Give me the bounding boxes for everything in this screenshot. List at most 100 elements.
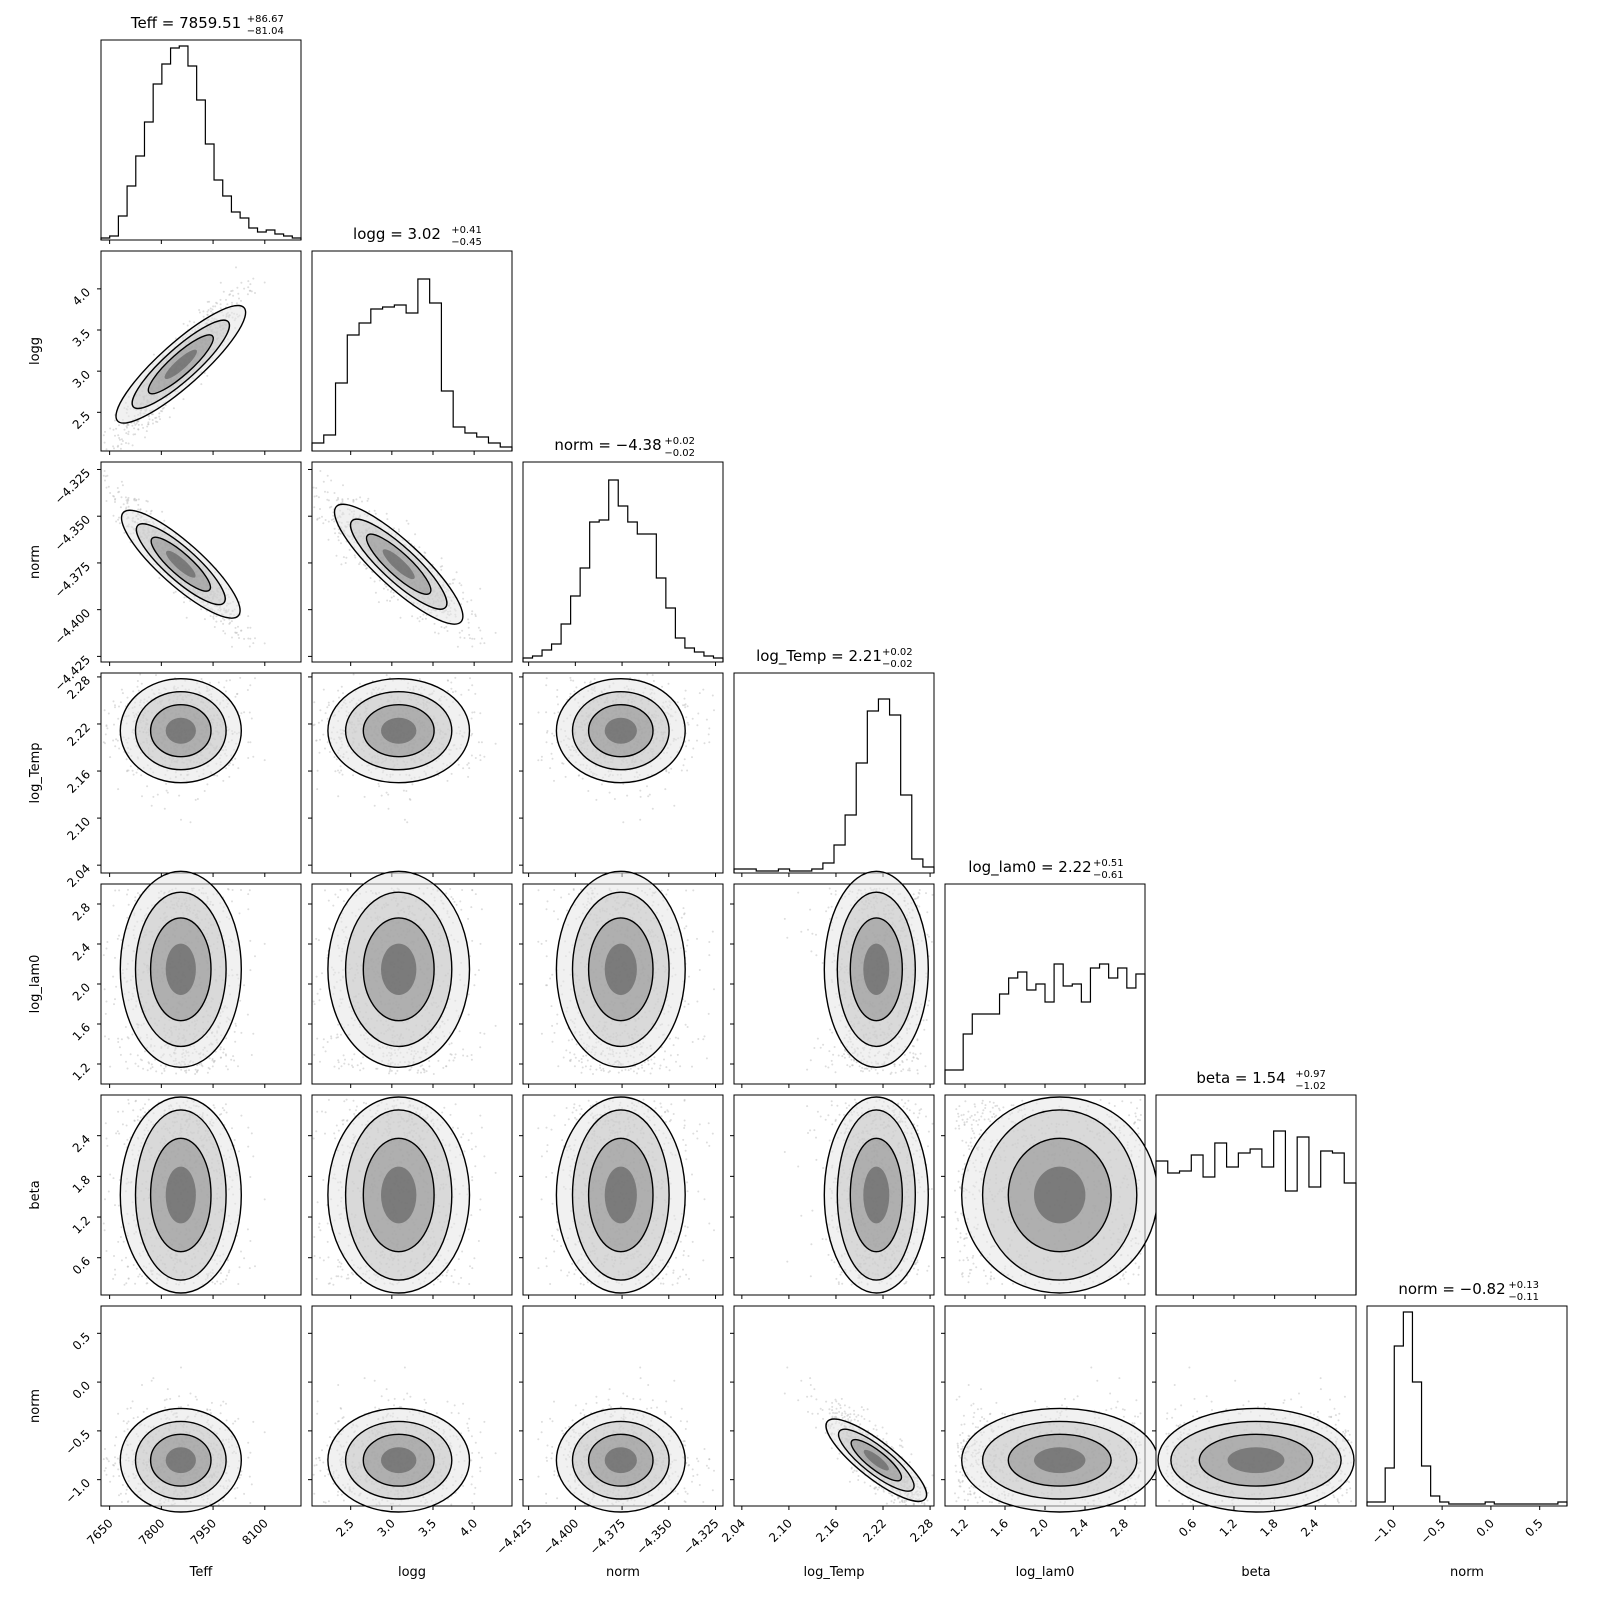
scatter-point — [316, 495, 318, 497]
scatter-point — [342, 692, 344, 694]
scatter-point — [229, 679, 231, 681]
scatter-point — [240, 300, 242, 302]
scatter-point — [114, 420, 116, 422]
scatter-point — [137, 504, 139, 506]
scatter-point — [223, 619, 225, 621]
scatter-point — [213, 618, 215, 620]
scatter-point — [391, 597, 393, 599]
scatter-point — [474, 693, 476, 695]
scatter-point — [164, 808, 166, 810]
scatter-point — [469, 637, 471, 639]
scatter-point — [398, 530, 400, 532]
panel-title: logg = 3.02 — [353, 225, 441, 243]
scatter-point — [132, 690, 134, 692]
scatter-point — [332, 700, 334, 702]
scatter-point — [334, 532, 336, 534]
scatter-point — [156, 421, 158, 423]
scatter-point — [468, 689, 470, 691]
scatter-point — [647, 795, 649, 797]
scatter-point — [146, 426, 148, 428]
scatter-point — [187, 325, 189, 327]
scatter-point — [708, 733, 710, 735]
scatter-point — [125, 432, 127, 434]
scatter-point — [136, 772, 138, 774]
scatter-point — [113, 496, 115, 498]
scatter-point — [209, 682, 211, 684]
scatter-point — [447, 630, 449, 632]
y-tick-label: 3.0 — [70, 367, 93, 390]
scatter-point — [252, 278, 254, 280]
scatter-point — [137, 509, 139, 511]
scatter-point — [215, 615, 217, 617]
scatter-point — [471, 712, 473, 714]
scatter-point — [461, 630, 463, 632]
scatter-point — [411, 615, 413, 617]
scatter-point — [692, 718, 694, 720]
scatter-point — [321, 516, 323, 518]
scatter-point — [374, 510, 376, 512]
scatter-point — [247, 280, 249, 282]
scatter-point — [325, 519, 327, 521]
scatter-point — [460, 584, 462, 586]
panel-1-0: 2.53.03.54.0logg — [28, 251, 301, 455]
scatter-point — [313, 506, 315, 508]
scatter-point — [702, 689, 704, 691]
scatter-point — [225, 299, 227, 301]
scatter-point — [378, 783, 380, 785]
scatter-point — [195, 799, 197, 801]
scatter-point — [115, 521, 117, 523]
scatter-point — [359, 683, 361, 685]
scatter-point — [247, 627, 249, 629]
scatter-point — [106, 487, 108, 489]
scatter-point — [318, 722, 320, 724]
scatter-point — [236, 693, 238, 695]
scatter-point — [122, 484, 124, 486]
scatter-point — [389, 600, 391, 602]
scatter-point — [150, 513, 152, 515]
scatter-point — [452, 691, 454, 693]
scatter-point — [441, 557, 443, 559]
scatter-point — [264, 642, 266, 644]
scatter-point — [480, 759, 482, 761]
scatter-point — [393, 592, 395, 594]
scatter-point — [121, 443, 123, 445]
scatter-point — [206, 375, 208, 377]
scatter-point — [364, 796, 366, 798]
scatter-point — [146, 430, 148, 432]
scatter-point — [139, 674, 141, 676]
scatter-point — [471, 684, 473, 686]
scatter-point — [127, 424, 129, 426]
scatter-point — [452, 579, 454, 581]
scatter-point — [359, 562, 361, 564]
scatter-point — [419, 616, 421, 618]
panel-frame — [523, 462, 723, 662]
scatter-point — [146, 510, 148, 512]
scatter-point — [313, 701, 315, 703]
scatter-point — [125, 496, 127, 498]
scatter-point — [468, 622, 470, 624]
scatter-point — [386, 513, 388, 515]
scatter-point — [152, 423, 154, 425]
scatter-point — [222, 780, 224, 782]
scatter-point — [450, 682, 452, 684]
panel-title-main: Teff = 7859.51 — [130, 14, 241, 32]
scatter-point — [343, 556, 345, 558]
scatter-point — [338, 539, 340, 541]
scatter-point — [134, 433, 136, 435]
scatter-point — [483, 756, 485, 758]
scatter-point — [165, 783, 167, 785]
scatter-point — [243, 711, 245, 713]
panel-0-0: Teff = 7859.51+86.67−81.04 — [101, 14, 301, 244]
scatter-point — [386, 674, 388, 676]
scatter-point — [231, 646, 233, 648]
scatter-point — [324, 491, 326, 493]
scatter-point — [147, 421, 149, 423]
scatter-point — [668, 683, 670, 685]
scatter-point — [249, 684, 251, 686]
scatter-point — [390, 591, 392, 593]
scatter-point — [327, 475, 329, 477]
scatter-point — [329, 751, 331, 753]
scatter-point — [103, 434, 105, 436]
scatter-point — [206, 314, 208, 316]
scatter-point — [151, 805, 153, 807]
